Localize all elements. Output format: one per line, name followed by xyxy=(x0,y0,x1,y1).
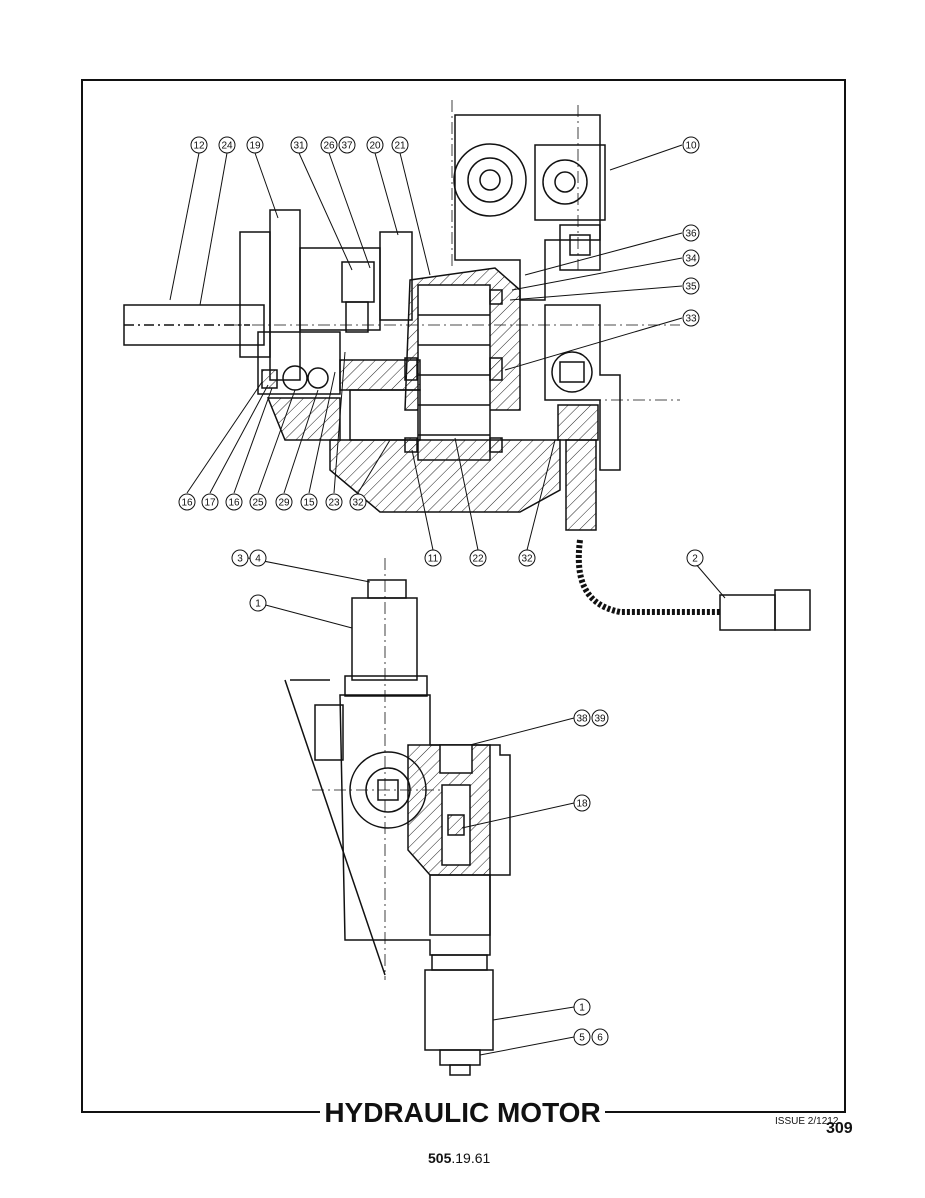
callout-label-21: 21 xyxy=(394,141,406,152)
callout-label-2: 2 xyxy=(692,554,698,565)
callout-label-32b: 32 xyxy=(521,554,533,565)
callout-39 xyxy=(591,709,609,727)
callout-label-16b: 16 xyxy=(228,498,240,509)
callout-5 xyxy=(573,1028,591,1046)
page-title: HYDRAULIC MOTOR xyxy=(320,1095,605,1131)
drawing-border xyxy=(81,79,846,1113)
callout-label-23: 23 xyxy=(328,498,340,509)
callout-4 xyxy=(249,549,267,567)
callout-35 xyxy=(682,277,700,295)
callout-label-11: 11 xyxy=(428,554,439,565)
callout-32a xyxy=(349,493,367,511)
callout-label-4: 4 xyxy=(255,554,261,565)
callout-20 xyxy=(366,136,384,154)
callout-21 xyxy=(391,136,409,154)
callout-22 xyxy=(469,549,487,567)
callout-15 xyxy=(300,493,318,511)
callout-label-17: 17 xyxy=(204,498,216,509)
callout-25 xyxy=(249,493,267,511)
callout-label-37: 37 xyxy=(341,141,353,152)
document-number: 505.19.61 xyxy=(428,1150,490,1166)
callout-label-29: 29 xyxy=(278,498,290,509)
callout-label-5: 5 xyxy=(579,1033,585,1044)
issue-stamp: ISSUE 2/1212 xyxy=(775,1116,839,1127)
callout-10 xyxy=(682,136,700,154)
relief-valve-section xyxy=(284,558,511,1076)
callout-label-19: 19 xyxy=(249,141,261,152)
callout-33 xyxy=(682,309,700,327)
callout-16a xyxy=(178,493,196,511)
page-number: 309 xyxy=(826,1120,853,1137)
callout-37 xyxy=(338,136,356,154)
callout-16b xyxy=(225,493,243,511)
callout-2 xyxy=(686,549,704,567)
callout-38 xyxy=(573,709,591,727)
callout-label-6: 6 xyxy=(597,1033,603,1044)
callout-24 xyxy=(218,136,236,154)
callout-label-26: 26 xyxy=(323,141,335,152)
callout-label-20: 20 xyxy=(369,141,381,152)
callout-label-24: 24 xyxy=(221,141,233,152)
callout-label-36: 36 xyxy=(685,229,697,240)
callout-26 xyxy=(320,136,338,154)
callout-label-25: 25 xyxy=(252,498,264,509)
callout-label-32a: 32 xyxy=(352,498,364,509)
leader-lines xyxy=(169,144,726,1056)
callout-12 xyxy=(190,136,208,154)
callout-label-31: 31 xyxy=(293,141,305,152)
motor-assembly-section xyxy=(123,100,811,631)
callout-label-33: 33 xyxy=(685,314,697,325)
callout-label-35: 35 xyxy=(685,282,697,293)
callout-label-1b: 1 xyxy=(579,1003,585,1014)
callout-1a xyxy=(249,594,267,612)
callout-31 xyxy=(290,136,308,154)
callout-labels: 12 24 19 31 26 37 20 21 10 36 34 35 33 1… xyxy=(181,141,698,1044)
callout-label-1a: 1 xyxy=(255,599,261,610)
callout-3 xyxy=(231,549,249,567)
callout-label-22: 22 xyxy=(472,554,484,565)
callout-label-39: 39 xyxy=(594,714,606,725)
callout-label-10: 10 xyxy=(685,141,697,152)
callout-17 xyxy=(201,493,219,511)
callout-6 xyxy=(591,1028,609,1046)
callouts xyxy=(178,136,704,1046)
document-number-rest: .19.61 xyxy=(451,1150,491,1166)
callout-label-3: 3 xyxy=(237,554,243,565)
callout-label-15: 15 xyxy=(303,498,315,509)
callout-label-34: 34 xyxy=(685,254,697,265)
callout-36 xyxy=(682,224,700,242)
callout-1b xyxy=(573,998,591,1016)
callout-34 xyxy=(682,249,700,267)
document-number-bold: 505 xyxy=(428,1150,452,1166)
callout-23 xyxy=(325,493,343,511)
callout-label-38: 38 xyxy=(576,714,588,725)
callout-19 xyxy=(246,136,264,154)
callout-label-16a: 16 xyxy=(181,498,193,509)
callout-label-12: 12 xyxy=(193,141,205,152)
callout-label-18: 18 xyxy=(576,799,588,810)
callout-11 xyxy=(424,549,442,567)
callout-32b xyxy=(518,549,536,567)
callout-18 xyxy=(573,794,591,812)
callout-29 xyxy=(275,493,293,511)
